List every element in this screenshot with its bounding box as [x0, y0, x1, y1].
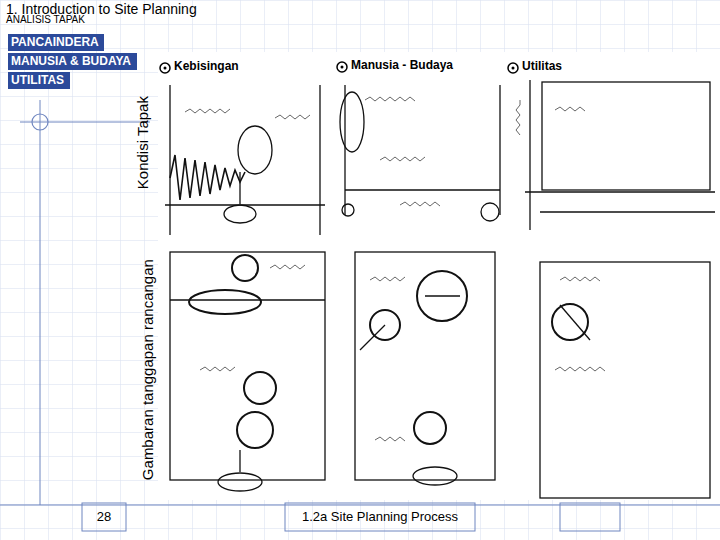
tag-text: UTILITAS: [11, 73, 67, 87]
tag-text: PANCAINDERA: [11, 35, 101, 49]
subtitle: ANALISIS TAPAK: [6, 14, 85, 26]
panel-heading: Kebisingan: [174, 60, 239, 74]
topic-tag: PANCAINDERA: [8, 34, 104, 51]
topic-tag: MANUSIA & BUDAYA: [8, 53, 137, 70]
page-number: 28: [97, 510, 111, 525]
row-heading: Gambaran tanggapan rancangan: [139, 259, 156, 480]
footer-text: 1.2a Site Planning Process: [302, 510, 458, 525]
row-heading: Kondisi Tapak: [134, 96, 151, 189]
topic-tag: UTILITAS: [8, 72, 70, 89]
tag-text: MANUSIA & BUDAYA: [11, 54, 134, 68]
panel-heading: Utilitas: [522, 60, 562, 74]
panel-heading: Manusia - Budaya: [351, 59, 453, 73]
